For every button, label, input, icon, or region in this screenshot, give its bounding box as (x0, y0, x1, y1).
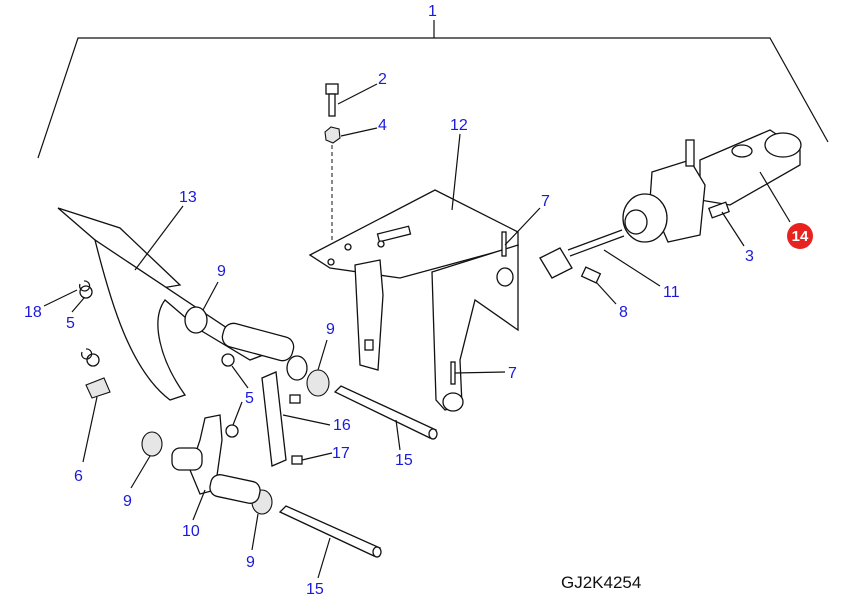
washer-part (79, 285, 93, 299)
link-part (261, 371, 287, 467)
callout-18: 18 (24, 304, 42, 321)
callout-2: 2 (378, 71, 387, 88)
callout-labels: 1 2 4 12 7 13 9 3 14 11 8 18 5 9 7 5 16 … (24, 3, 813, 597)
pin-part (450, 361, 456, 385)
callout-5: 5 (66, 315, 75, 332)
circlip-part (79, 280, 91, 292)
assembly-bracket (37, 20, 829, 159)
callout-9: 9 (326, 321, 335, 338)
callout-16: 16 (333, 417, 351, 434)
circlip-part (81, 348, 93, 360)
callout-8: 8 (619, 304, 628, 321)
bolt-part (324, 83, 341, 255)
leader-lines (43, 83, 791, 579)
clutch-pedal-part (57, 207, 308, 401)
callout-17: 17 (332, 445, 350, 462)
highlight-badge: 14 (787, 223, 813, 249)
callout-4: 4 (378, 117, 387, 134)
callout-9: 9 (123, 493, 132, 510)
drawing-code: GJ2K4254 (561, 573, 641, 592)
callout-5: 5 (245, 390, 254, 407)
bush-part (141, 431, 163, 457)
callout-11: 11 (663, 284, 680, 301)
bush-part (306, 369, 330, 397)
callout-3: 3 (745, 248, 754, 265)
lever-part (171, 414, 261, 504)
bolt-part (289, 394, 301, 404)
push-rod-part (539, 229, 625, 284)
callout-10: 10 (182, 523, 200, 540)
callout-9: 9 (246, 554, 255, 571)
master-cylinder-part (622, 129, 802, 243)
washer-part (86, 353, 100, 367)
callout-9: 9 (217, 263, 226, 280)
shaft-part (278, 385, 438, 558)
callout-7: 7 (508, 365, 517, 382)
callout-13: 13 (179, 189, 197, 206)
callout-12: 12 (450, 117, 468, 134)
callout-7: 7 (541, 193, 550, 210)
callout-14: 14 (792, 228, 809, 245)
mounting-bracket-part (308, 189, 519, 412)
callout-15: 15 (306, 581, 324, 597)
washer-part (221, 353, 235, 367)
key-part (85, 377, 111, 399)
callout-1: 1 (428, 3, 437, 20)
callout-15: 15 (395, 452, 413, 469)
bolt-part (291, 455, 303, 465)
callout-6: 6 (74, 468, 83, 485)
washer-part (225, 424, 239, 438)
